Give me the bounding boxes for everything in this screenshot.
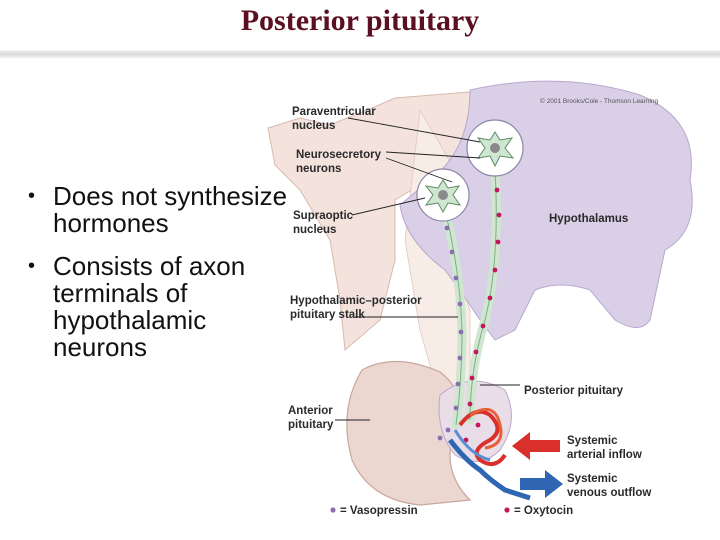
oxytocin-granules bbox=[463, 187, 502, 443]
vasopressin-granules bbox=[437, 225, 464, 441]
supraoptic-neuron bbox=[416, 168, 470, 222]
label-stalk: Hypothalamic–posterior bbox=[290, 295, 422, 307]
venous-outflow-arrow bbox=[520, 470, 563, 498]
paraventricular-neuron bbox=[466, 119, 524, 177]
legend-oxytocin: = Oxytocin bbox=[514, 505, 573, 517]
label-supraoptic-nucleus: nucleus bbox=[293, 224, 336, 236]
label-paraventricular-nucleus: nucleus bbox=[292, 120, 335, 132]
leader-lines bbox=[335, 117, 520, 421]
copyright-notice: © 2001 Brooks/Cole - Thomson Learning bbox=[540, 97, 659, 105]
bullet-dot-icon: • bbox=[28, 185, 36, 207]
legend-vasopressin-dot bbox=[330, 507, 336, 513]
capillary-plexus bbox=[448, 407, 531, 501]
label-hypothalamus: Hypothalamus bbox=[549, 213, 628, 225]
label-venous-outflow: venous outflow bbox=[567, 487, 651, 499]
bullet-item: • Consists of axon terminals of hypothal… bbox=[26, 253, 287, 361]
legend-oxytocin-dot bbox=[504, 507, 510, 513]
bullet-line: Consists of axon bbox=[53, 251, 246, 281]
label-neurosecretory: Neurosecretory bbox=[296, 149, 382, 161]
arterial-inflow-arrow bbox=[512, 432, 560, 460]
bullet-item: • Does not synthesize hormones bbox=[26, 183, 287, 237]
bullet-line: neurons bbox=[53, 332, 147, 362]
label-posterior-pituitary: Posterior pituitary bbox=[524, 385, 624, 397]
bullet-line: terminals of bbox=[53, 278, 188, 308]
legend-vasopressin: = Vasopressin bbox=[340, 505, 418, 517]
label-neurosecretory-neurons: neurons bbox=[296, 163, 341, 175]
label-anterior: Anterior bbox=[288, 405, 333, 417]
label-paraventricular: Paraventricular bbox=[292, 106, 376, 118]
label-supraoptic: Supraoptic bbox=[293, 210, 354, 222]
bullet-line: hypothalamic bbox=[53, 305, 207, 335]
title-divider bbox=[0, 50, 720, 58]
label-anterior-pituitary: pituitary bbox=[288, 419, 334, 431]
bullet-list: • Does not synthesize hormones • Consist… bbox=[26, 183, 287, 377]
bullet-line: hormones bbox=[53, 208, 169, 238]
slide-title: Posterior pituitary bbox=[240, 4, 480, 37]
label-stalk-2: pituitary stalk bbox=[290, 309, 365, 321]
bullet-dot-icon: • bbox=[28, 255, 36, 277]
bullet-line: Does not synthesize bbox=[53, 181, 288, 211]
label-arterial-inflow: arterial inflow bbox=[567, 449, 642, 461]
label-arterial: Systemic bbox=[567, 435, 618, 447]
label-venous: Systemic bbox=[567, 473, 618, 485]
